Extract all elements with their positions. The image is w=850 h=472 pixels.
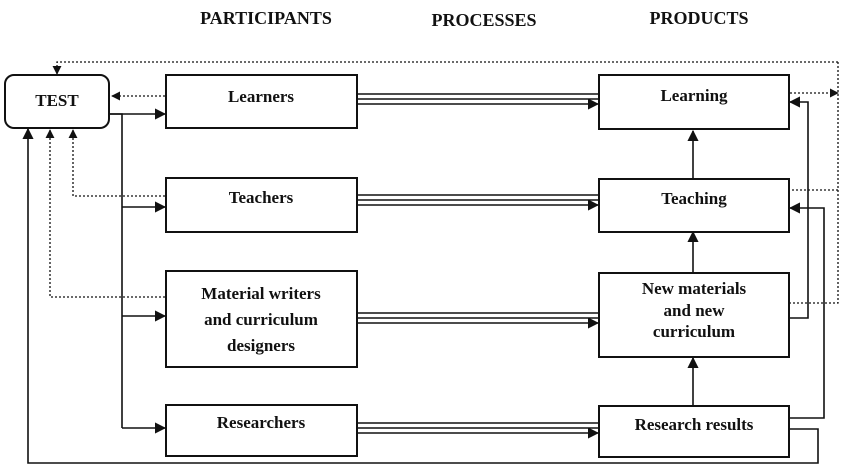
product-learning-label: Learning [660, 86, 728, 105]
participant-teachers: Teachers [165, 177, 358, 233]
header-processes: PROCESSES [431, 10, 536, 30]
product-new-materials-line-1: New materials [642, 279, 747, 298]
participant-researchers: Researchers [165, 404, 358, 457]
solid-connectors [22, 93, 825, 464]
participant-researchers-label: Researchers [217, 413, 306, 432]
product-new-materials: New materials and new curriculum [598, 272, 790, 358]
dotted-connectors [45, 61, 839, 304]
product-teaching-label: Teaching [661, 189, 727, 208]
product-research-results-label: Research results [635, 415, 754, 434]
participant-learners: Learners [165, 74, 358, 129]
participant-material-writers-line-3: designers [227, 336, 295, 355]
test-node: TEST [4, 74, 110, 129]
test-box [4, 74, 110, 129]
participant-teachers-label: Teachers [229, 188, 294, 207]
product-research-results: Research results [598, 405, 790, 458]
test-label: TEST [35, 91, 79, 110]
participant-material-writers-line-1: Material writers [201, 284, 321, 303]
participant-learners-label: Learners [228, 87, 294, 106]
participant-material-writers-line-2: and curriculum [204, 310, 318, 329]
header-products: PRODUCTS [649, 8, 748, 28]
participant-material-writers: Material writers and curriculum designer… [165, 270, 358, 368]
product-learning: Learning [598, 74, 790, 130]
header-participants: PARTICIPANTS [200, 8, 332, 28]
product-new-materials-line-2: and new [664, 301, 726, 320]
product-new-materials-line-3: curriculum [653, 322, 735, 341]
product-teaching: Teaching [598, 178, 790, 233]
